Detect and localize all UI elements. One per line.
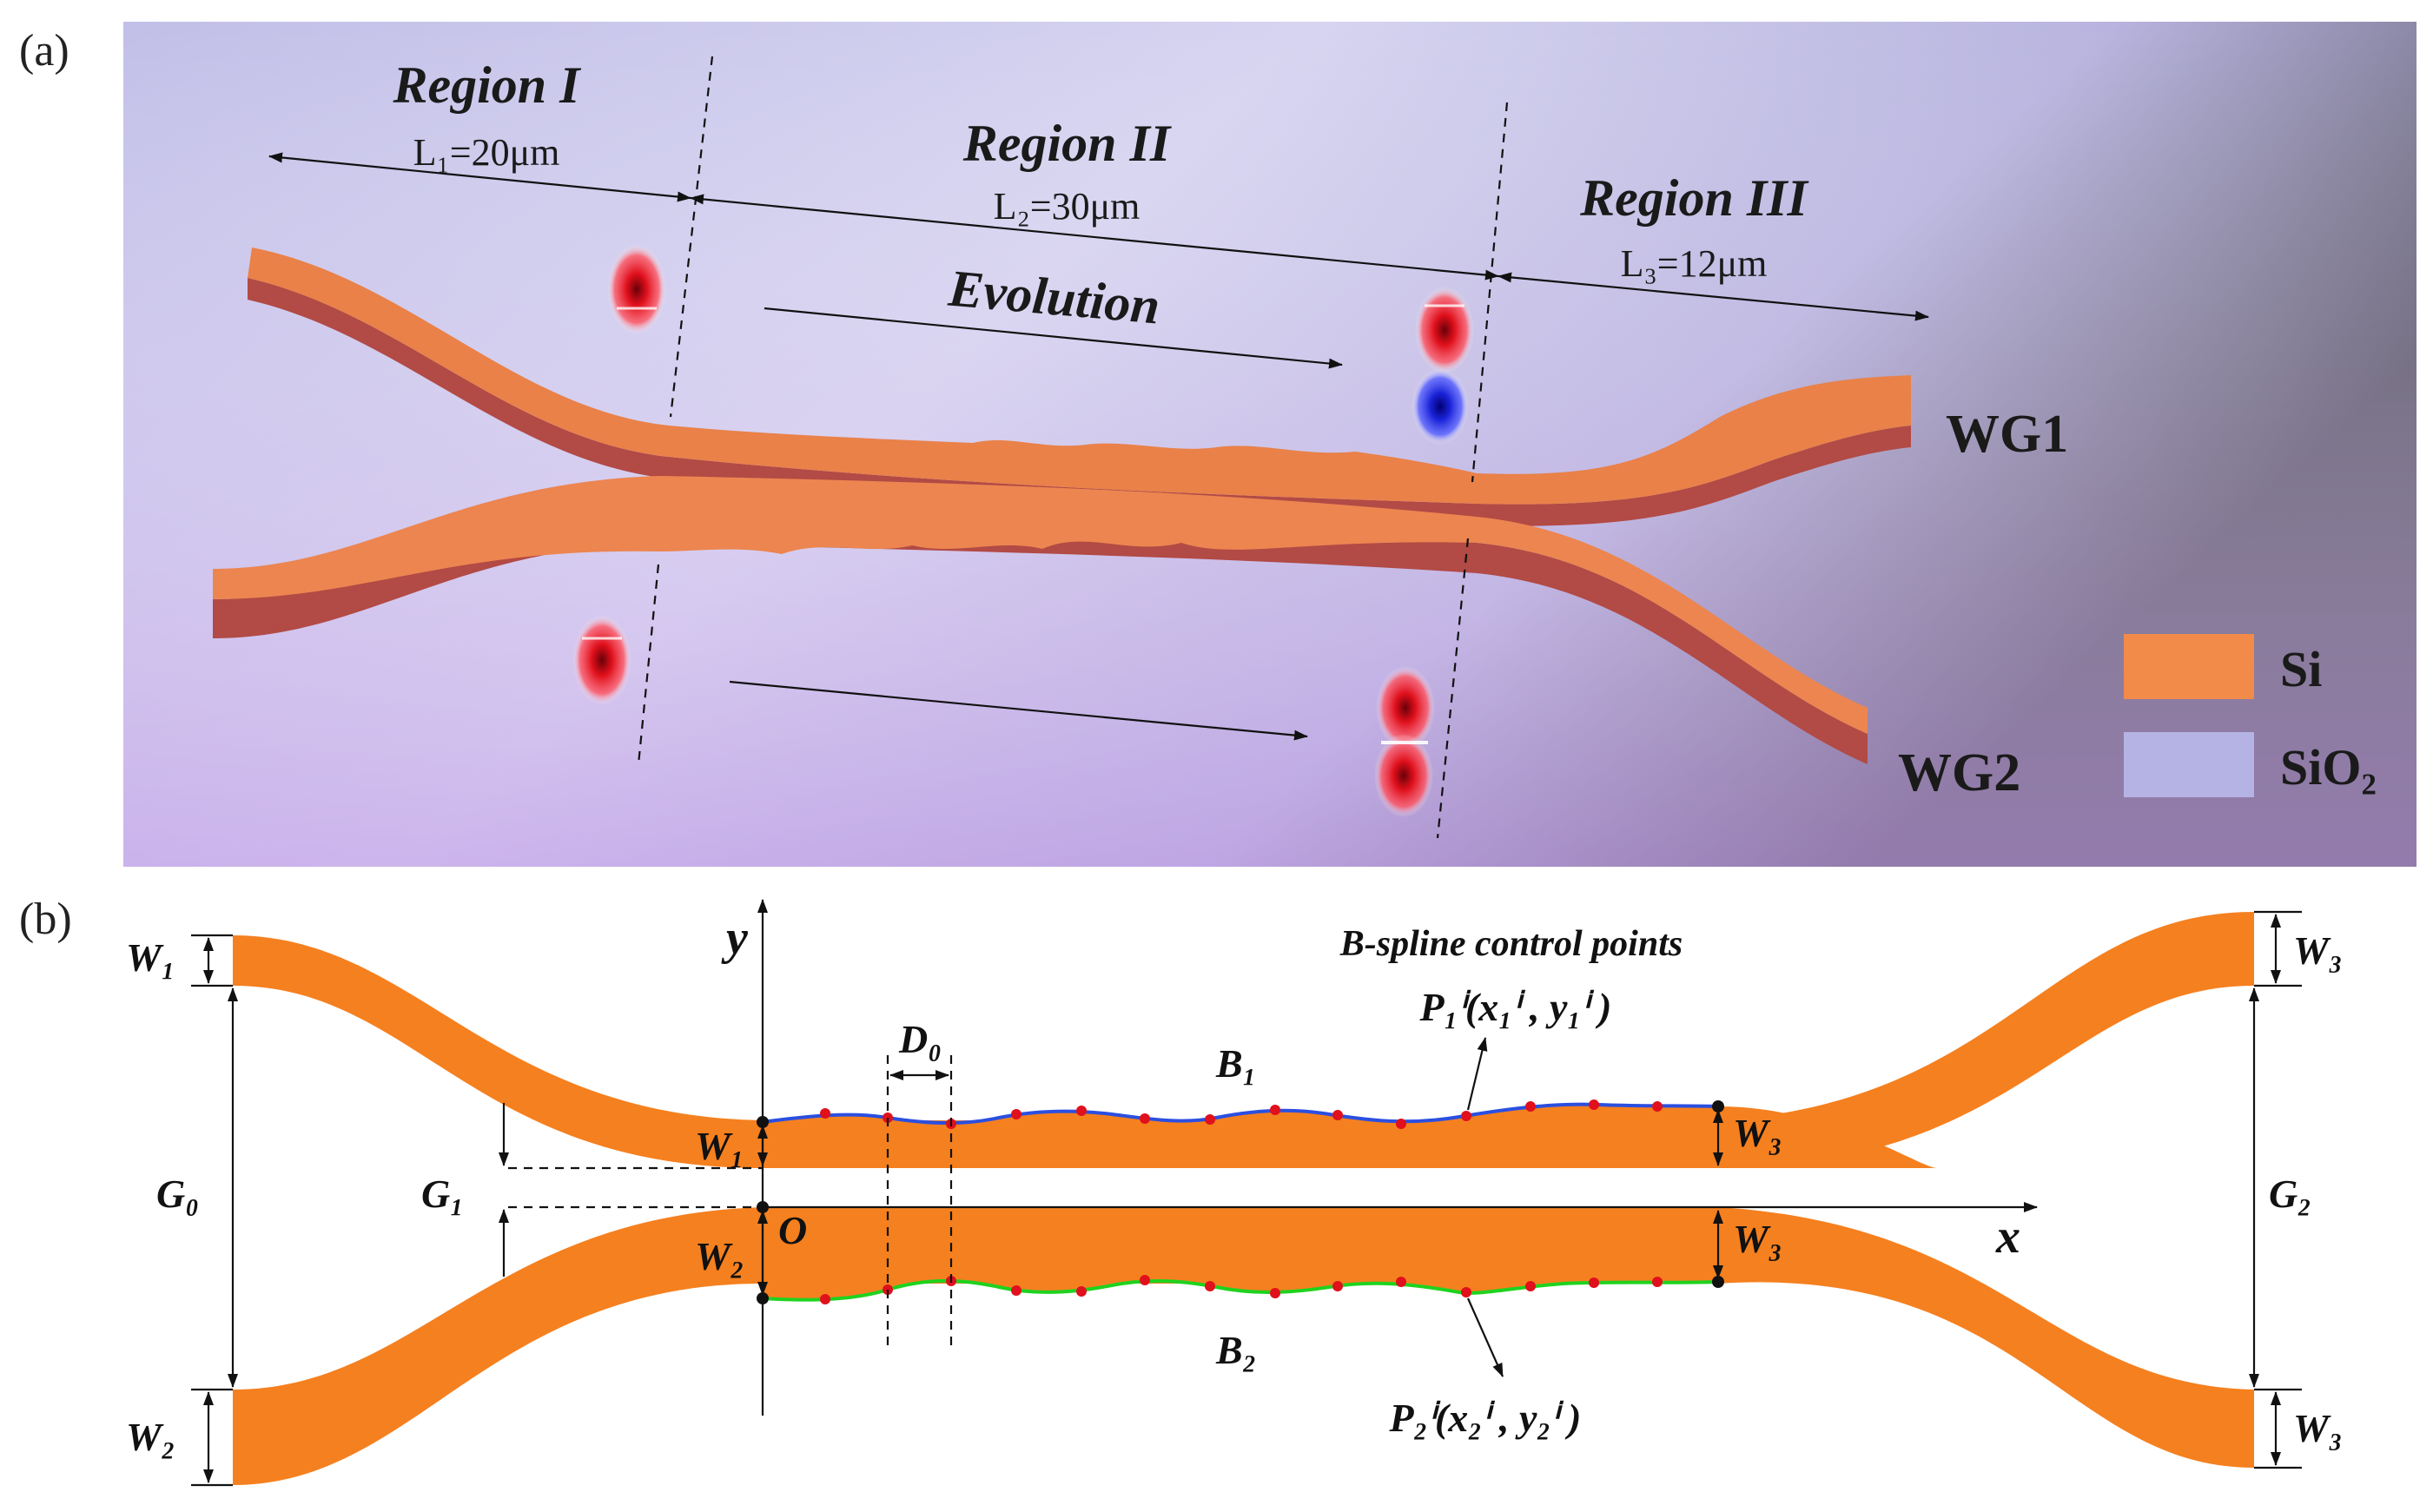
origin-label: O: [778, 1208, 807, 1252]
b2-control-point: [820, 1294, 830, 1304]
b2-control-point: [1396, 1277, 1406, 1287]
region-2-title: Region II: [962, 115, 1173, 172]
wg1-top-face: [248, 248, 1911, 505]
b2-control-point: [1525, 1281, 1536, 1291]
wg1-label: WG1: [1946, 405, 2068, 464]
legend-si-swatch: [2124, 634, 2254, 699]
region-1-length-arrow: [268, 152, 691, 202]
b1-control-point: [1076, 1106, 1087, 1116]
legend-sio2-swatch: [2124, 732, 2254, 797]
b2-control-point: [1332, 1281, 1343, 1291]
boundary-b2-curve: [762, 1278, 1719, 1302]
region-divider-2-lower: [1436, 538, 1470, 839]
d0-label: D₀: [898, 1017, 942, 1061]
b2-control-point: [1076, 1286, 1087, 1297]
b2-control-point: [1205, 1281, 1215, 1291]
b2-label: B₂: [1215, 1328, 1257, 1372]
region-1-title: Region I: [392, 56, 582, 114]
region-3-title: Region III: [1579, 169, 1809, 227]
p2-formula: P₂ⁱ(x₂ⁱ , y₂ⁱ ): [1389, 1396, 1582, 1440]
b2-control-point: [1140, 1275, 1150, 1285]
w3-inner-upper-label: W₃: [1733, 1111, 1782, 1155]
wg2-top-face: [213, 476, 1868, 734]
b2-control-point: [1270, 1288, 1280, 1298]
b1-control-point: [1652, 1101, 1663, 1112]
region-divider-2-upper: [1471, 102, 1509, 483]
w2-inner-label: W₂: [695, 1234, 744, 1278]
w3-inner-lower-label: W₃: [1733, 1217, 1782, 1261]
w1-left-label: W₁: [126, 935, 175, 980]
boundary-b1-curve: [762, 1102, 1719, 1125]
evolution-arrow-lower: [729, 680, 1308, 741]
b2-control-point: [1589, 1278, 1599, 1288]
region-2-length: L₂=30μm: [994, 185, 1140, 228]
b1-control-point: [1589, 1099, 1599, 1110]
mode-profile-output-wg2: [1374, 666, 1435, 817]
control-points-title: B-spline control points: [1339, 924, 1683, 964]
wg2-right-taper: [1718, 1207, 2254, 1468]
panel-a-label: (a): [19, 26, 69, 76]
x-axis-label: x: [1995, 1210, 2020, 1264]
region-2-length-arrow: [690, 194, 1499, 281]
region-divider-1-upper: [669, 56, 714, 418]
w2-left-label: W₂: [126, 1415, 175, 1459]
panel-b-label: (b): [19, 895, 72, 944]
y-axis-label: y: [721, 911, 749, 965]
wg2-label: WG2: [1898, 743, 2020, 802]
b1-control-point: [1011, 1109, 1021, 1119]
w1-inner-label: W₁: [695, 1124, 744, 1168]
wg1-side-face: [248, 278, 1911, 526]
b1-control-point: [1525, 1101, 1536, 1112]
b1-control-point: [1396, 1119, 1406, 1129]
region-divider-1-lower: [637, 564, 660, 765]
wg1-optimized-section: [763, 1104, 1718, 1168]
b1-control-point: [1332, 1110, 1343, 1120]
legend-sio2-label: SiO₂: [2280, 739, 2377, 796]
panel-b: (b): [19, 895, 2343, 1487]
wg2-optimized-section: [763, 1207, 1718, 1300]
w3-right-upper-label: W₃: [2293, 928, 2343, 973]
p1-formula: P₁ⁱ(x₁ⁱ , y₁ⁱ ): [1419, 985, 1612, 1029]
g2-label: G₂: [2269, 1172, 2311, 1216]
g0-label: G₀: [156, 1172, 199, 1216]
b1-control-point: [1270, 1105, 1280, 1115]
w3-right-lower-label: W₃: [2293, 1406, 2343, 1450]
mode-profile-output-wg1: [1412, 287, 1474, 445]
panel-a: (a) Region I L₁=20μm Region II L₂=30μm R…: [19, 22, 2416, 867]
legend-si-label: Si: [2280, 641, 2322, 697]
b2-control-point: [1011, 1285, 1021, 1296]
mode-profile-input-wg2: [572, 615, 631, 705]
p1-pointer: [1466, 1037, 1488, 1111]
b1-label: B₁: [1215, 1041, 1257, 1086]
wg1-right-taper: [1718, 912, 2254, 1168]
b2-control-point: [1652, 1277, 1663, 1287]
b2-control-point: [1461, 1287, 1471, 1297]
wg1-left-taper: [233, 935, 1718, 1168]
g1-label: G₁: [421, 1172, 464, 1216]
legend: Si SiO₂: [2124, 634, 2377, 797]
b1-control-point: [820, 1108, 830, 1119]
mode-profile-input-wg1: [607, 244, 666, 334]
b1-control-point: [1461, 1111, 1471, 1121]
region-3-length-arrow: [1497, 272, 1929, 321]
evolution-arrow-upper: [764, 307, 1343, 369]
region-3-length: L₃=12μm: [1621, 242, 1768, 285]
p2-pointer: [1466, 1297, 1504, 1377]
region-1-length: L₁=20μm: [413, 131, 560, 174]
b1-control-point: [1205, 1114, 1215, 1125]
b1-control-point: [1140, 1113, 1150, 1124]
